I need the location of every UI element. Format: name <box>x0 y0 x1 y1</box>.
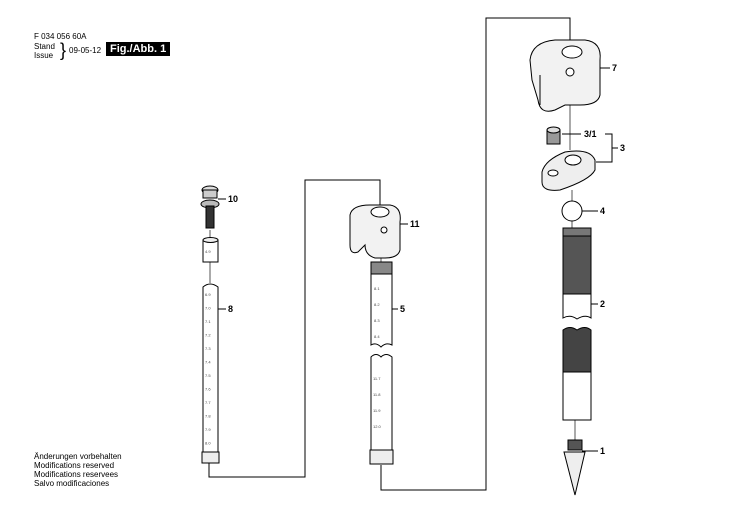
part-label-4: 4 <box>600 206 605 216</box>
note: Salvo modificaciones <box>34 479 110 488</box>
part-label-5: 5 <box>400 304 405 314</box>
scale-mark: 11.8 <box>373 392 381 397</box>
part-label-8: 8 <box>228 304 233 314</box>
note: Änderungen vorbehalten <box>34 452 122 461</box>
part-2-tube <box>562 227 592 421</box>
part-label-1: 1 <box>600 446 605 456</box>
part-label-2: 2 <box>600 299 605 309</box>
part-label-3-1: 3/1 <box>584 129 597 139</box>
scale-mark: 7.4 <box>205 360 211 365</box>
scale-mark: 8.1 <box>374 286 380 291</box>
part-1-spike <box>563 439 586 496</box>
scale-mark: 7.5 <box>205 373 211 378</box>
leader-line <box>218 67 618 452</box>
scale-mark: 7.7 <box>205 400 211 405</box>
connector-line <box>380 17 571 491</box>
scale-mark: 8.4 <box>374 334 380 339</box>
part-8-tube <box>201 283 220 464</box>
part-label-3: 3 <box>620 143 625 153</box>
part-7-holder <box>529 39 601 112</box>
part-11-holder <box>349 204 401 259</box>
scale-mark: 8.3 <box>374 318 380 323</box>
part-label-11: 11 <box>410 219 420 229</box>
brace: } <box>60 40 67 60</box>
part-5-tube <box>369 261 394 465</box>
part-10-screw <box>200 185 220 229</box>
part-3-plate <box>541 150 596 191</box>
part-4-ball <box>561 200 583 222</box>
stand-label: Stand <box>34 42 55 51</box>
scale-mark: 7.0 <box>205 306 211 311</box>
part-3-1-bush <box>546 126 561 145</box>
scale-mark: 7.1 <box>205 319 211 324</box>
doc-number: F 034 056 60A <box>34 32 87 41</box>
scale-mark: 7.6 <box>205 387 211 392</box>
scale-mark: 8.2 <box>374 302 380 307</box>
scale-mark: 7.8 <box>205 414 211 419</box>
scale-mark: 7.3 <box>205 346 211 351</box>
scale-mark: 7.9 <box>205 427 211 432</box>
scale-mark: 6.9 <box>205 292 211 297</box>
issue-label: Issue <box>34 51 54 60</box>
notes: Änderungen vorbehalten Modifications res… <box>34 452 122 488</box>
scale-mark: 12.0 <box>373 424 382 429</box>
scale-mark: 8.0 <box>205 441 211 446</box>
figure-label: Fig./Abb. 1 <box>106 42 171 56</box>
sleeve <box>202 237 219 263</box>
part-label-10: 10 <box>228 194 238 204</box>
scale-mark: 7.2 <box>205 333 211 338</box>
note: Modifications reserved <box>34 461 115 470</box>
scale-mark: 11.7 <box>373 376 381 381</box>
scale-mark: 11.9 <box>373 408 381 413</box>
issue-date: 09-05-12 <box>69 46 102 55</box>
scale-mark: 4.9 <box>205 249 211 254</box>
part-label-7: 7 <box>612 63 617 73</box>
note: Modifications reservees <box>34 470 119 479</box>
connector-line <box>208 179 381 478</box>
